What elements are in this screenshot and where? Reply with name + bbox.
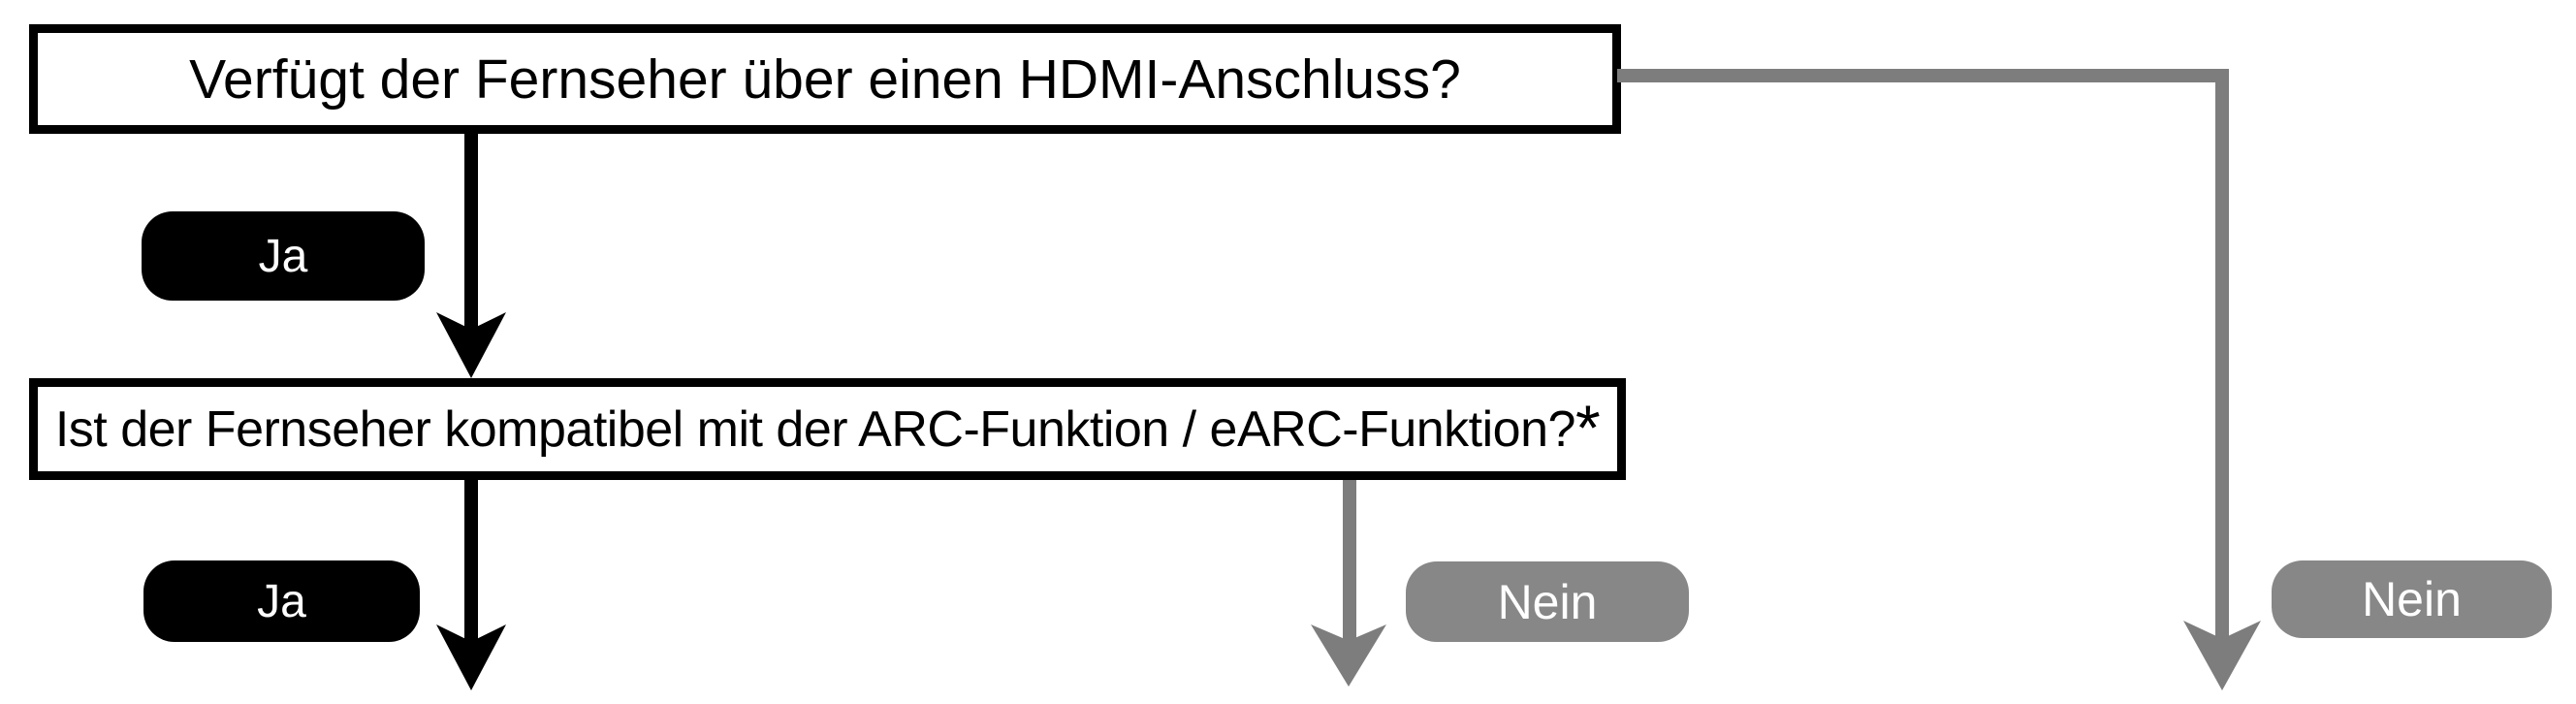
question-box-arc: Ist der Fernseher kompatibel mit der ARC… [29,378,1626,480]
ja-badge-1-label: Ja [258,230,308,282]
connector-no-right-horizontal [1617,69,2229,82]
connector-no-right-vertical [2215,69,2229,640]
nein-badge-1-label: Nein [1497,574,1598,629]
ja-badge-2: Ja [143,560,420,642]
arrow-down-no-mid-shaft [1343,480,1356,644]
question-box-hdmi: Verfügt der Fernseher über einen HDMI-An… [29,24,1621,134]
question-text-arc: Ist der Fernseher kompatibel mit der ARC… [54,400,1576,458]
nein-badge-1: Nein [1406,561,1689,642]
ja-badge-1: Ja [142,211,425,301]
ja-badge-2-label: Ja [257,575,306,627]
nein-badge-2-label: Nein [2362,572,2462,626]
nein-badge-2: Nein [2272,560,2552,638]
question-text-hdmi: Verfügt der Fernseher über einen HDMI-An… [189,48,1461,111]
arrow-down-yes-1-shaft [464,134,478,332]
arrow-down-yes-2-shaft [464,480,478,644]
